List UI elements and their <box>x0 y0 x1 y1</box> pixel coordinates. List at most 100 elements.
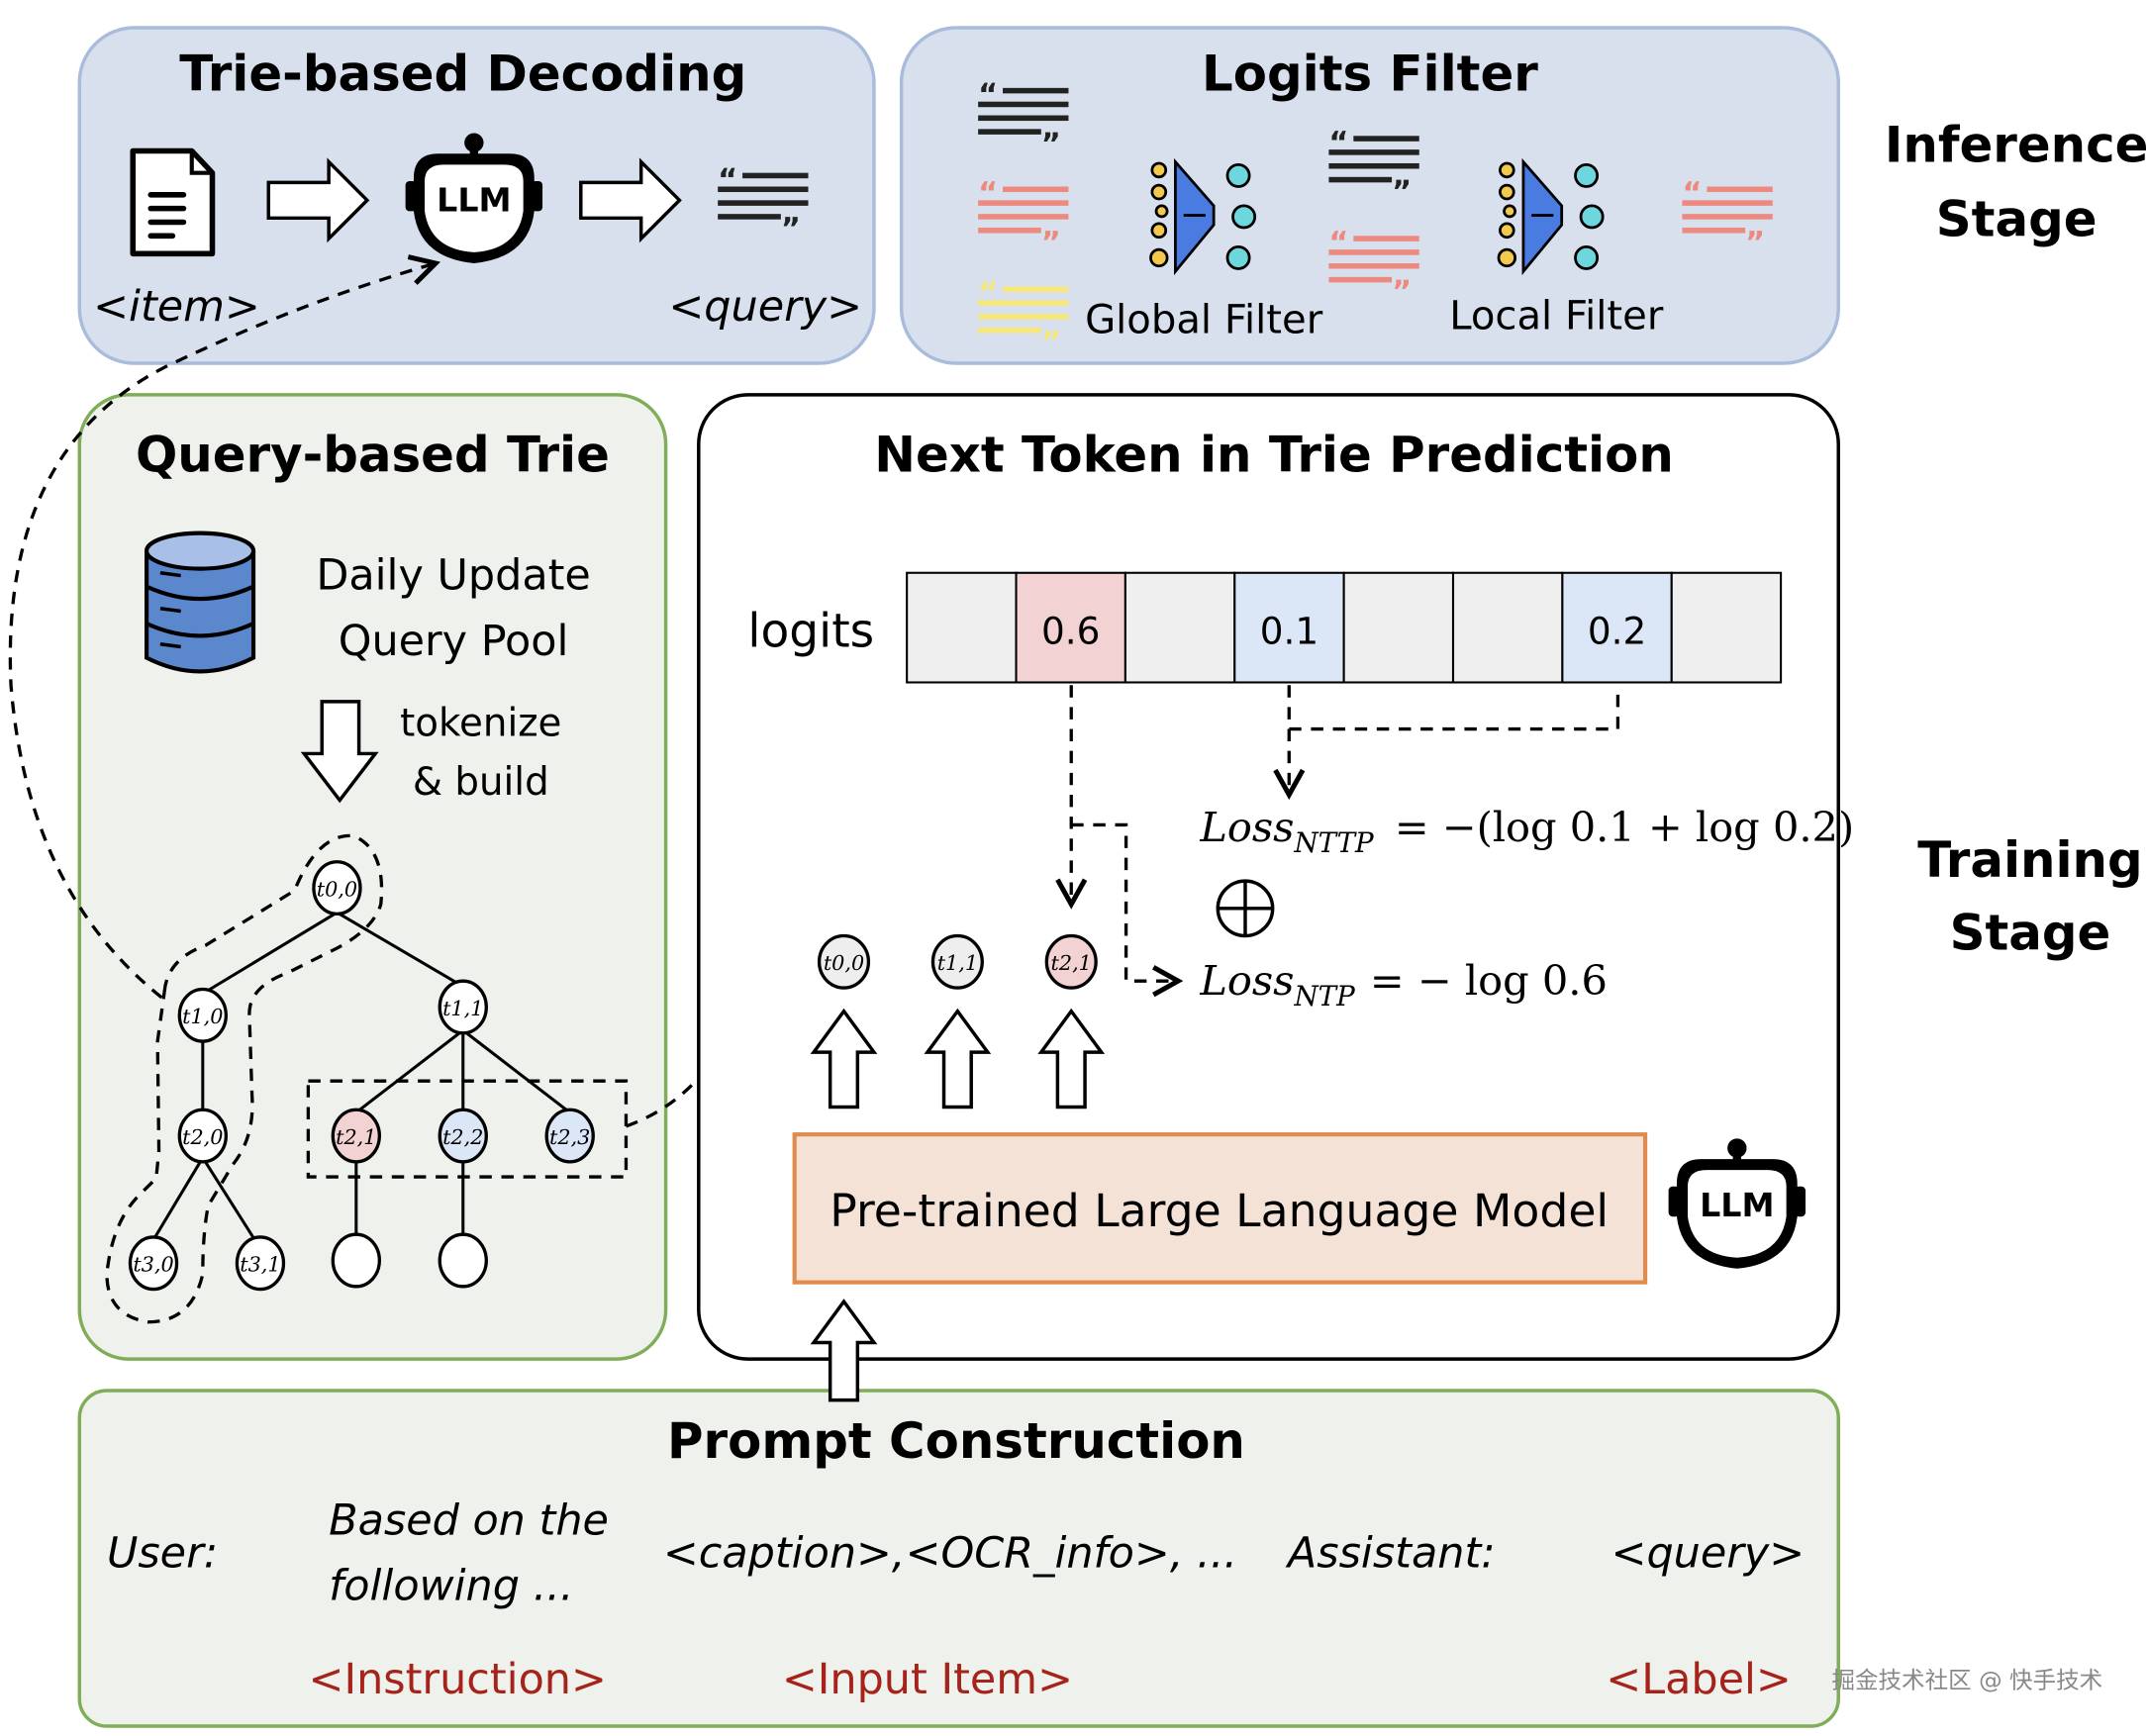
token-t21: t2,1 <box>1044 933 1098 990</box>
svg-text:LossNTP: LossNTP <box>1199 956 1355 1013</box>
logit-cell <box>1233 571 1345 684</box>
combine-icon <box>1216 879 1275 938</box>
loss-nttp-formula: LossNTTP = −(log 0.1 + log 0.2) <box>1199 803 1854 859</box>
watermark: 掘金技术社区 @ 快手技术 <box>1832 1666 2103 1693</box>
logits-filter-panel: Logits Filter Global Filter Local Filter <box>899 26 1840 365</box>
node-label: t2,1 <box>336 1125 376 1149</box>
logit-cell <box>1015 571 1126 684</box>
user-label: User: <box>107 1528 218 1578</box>
inference-stage-label: Inference Stage <box>1885 117 2148 248</box>
training-stage-line2: Stage <box>1950 904 2111 961</box>
nttp-bracket <box>1287 685 1620 731</box>
candidate-tokens-box <box>306 1079 629 1179</box>
instruction-line1: Based on the <box>329 1495 609 1545</box>
label-tag: <Label> <box>1606 1655 1792 1704</box>
node-label: t0,0 <box>317 877 357 901</box>
arrow-right-icon <box>266 157 370 243</box>
instruction-line2: following ... <box>329 1562 573 1611</box>
global-filter-label: Global Filter <box>1085 298 1323 343</box>
trie-node-empty <box>438 1232 488 1289</box>
logit-value: 0.6 <box>1041 610 1100 653</box>
trie-node-t30: t3,0 <box>128 1235 179 1292</box>
ntp-to-loss-connector <box>1071 822 1184 998</box>
query-trie-panel: Query-based Trie Daily Update Query Pool… <box>77 393 668 1361</box>
item-label: <item> <box>93 282 260 332</box>
svg-text:LossNTTP: LossNTTP <box>1199 803 1374 859</box>
trie-edges <box>151 911 571 1241</box>
trie-node-t31: t3,1 <box>235 1235 286 1292</box>
arrow-up-icon <box>810 1008 878 1109</box>
token-t11: t1,1 <box>930 933 984 990</box>
logit-cell <box>1670 571 1783 684</box>
query-output-text: <query> <box>1611 1528 1806 1578</box>
training-stage-line1: Training <box>1917 831 2142 889</box>
prompt-title: Prompt Construction <box>667 1412 1245 1470</box>
query-trie-title: Query-based Trie <box>136 426 610 483</box>
loss-expression: = − log 0.6 <box>1370 956 1608 1005</box>
input-item-tag: <Input Item> <box>782 1655 1073 1704</box>
node-label: t3,0 <box>133 1253 173 1277</box>
loss-name: Loss <box>1199 803 1294 851</box>
pool-label-line1: Daily Update <box>316 550 591 600</box>
node-label: t2,0 <box>182 1125 223 1149</box>
loss-ntp-formula: LossNTP = − log 0.6 <box>1199 956 1608 1013</box>
llm-model-label: Pre-trained Large Language Model <box>830 1185 1609 1237</box>
token-t00: t0,0 <box>817 933 871 990</box>
loss-expression: = −(log 0.1 + log 0.2) <box>1395 803 1854 851</box>
assistant-label: Assistant: <box>1285 1528 1496 1578</box>
trie-node-t11: t1,1 <box>438 979 488 1035</box>
token-label: t1,1 <box>937 951 978 975</box>
nttp-panel: Next Token in Trie Prediction logits 0.6… <box>697 393 1854 1361</box>
trie-node-t23: t2,3 <box>544 1108 595 1164</box>
arrow-up-icon <box>924 1008 992 1109</box>
loss-name: Loss <box>1199 956 1294 1005</box>
logits-filter-title: Logits Filter <box>1202 46 1538 103</box>
inference-stage-line2: Stage <box>1936 190 2098 247</box>
prefix-path-outline <box>105 833 384 1324</box>
logit-cell <box>906 571 1018 684</box>
build-label-line2: & build <box>413 760 549 805</box>
token-label: t0,0 <box>824 951 864 975</box>
logit-cell <box>1342 571 1455 684</box>
loss-subscript: NTP <box>1293 980 1355 1013</box>
trie-decoding-panel: Trie-based Decoding <item> <query> <box>77 26 876 365</box>
database-icon <box>145 530 256 674</box>
llm-model-box <box>792 1132 1648 1285</box>
arrow-down-icon <box>300 700 379 804</box>
trie-node-t22: t2,2 <box>438 1108 488 1164</box>
trie-node-t00: t0,0 <box>312 860 362 916</box>
logits-vector: 0.6 0.1 0.2 <box>906 571 1783 684</box>
local-filter-label: Local Filter <box>1449 293 1664 338</box>
query-label: <query> <box>668 282 862 332</box>
logit-cell <box>1123 571 1236 684</box>
pool-label-line2: Query Pool <box>339 617 569 666</box>
arrow-up-icon <box>1037 1008 1106 1109</box>
loss-subscript: NTTP <box>1293 826 1374 859</box>
node-label: t1,0 <box>182 1005 223 1028</box>
logit-value: 0.1 <box>1260 610 1318 653</box>
arrow-right-icon <box>579 157 682 243</box>
node-label: t3,1 <box>240 1253 280 1277</box>
input-item-text: <caption>,<OCR_info>, ... <box>663 1528 1237 1578</box>
build-label-line1: tokenize <box>400 701 561 745</box>
trie-decoding-title: Trie-based Decoding <box>179 46 746 103</box>
training-stage-label: Training Stage <box>1917 831 2142 961</box>
trie-node-t20: t2,0 <box>177 1108 229 1164</box>
trie-node-empty <box>331 1232 382 1289</box>
prompt-to-llm-arrow <box>810 1299 878 1402</box>
logits-label: logits <box>747 604 874 658</box>
document-icon <box>130 147 216 257</box>
instruction-tag: <Instruction> <box>309 1655 607 1704</box>
prompt-panel: Prompt Construction User: Based on the f… <box>77 1389 1840 1728</box>
nttp-title: Next Token in Trie Prediction <box>874 426 1674 483</box>
trie-node-t10: t1,0 <box>177 987 229 1043</box>
node-label: t1,1 <box>442 997 483 1020</box>
node-label: t2,3 <box>549 1125 590 1149</box>
token-sequence: t0,0 t1,1 t2,1 <box>817 933 1098 990</box>
logit-cell <box>1451 571 1564 684</box>
logit-value: 0.2 <box>1588 610 1646 653</box>
trie-node-t21: t2,1 <box>331 1108 382 1164</box>
node-label: t2,2 <box>442 1125 483 1149</box>
token-label: t2,1 <box>1051 951 1092 975</box>
